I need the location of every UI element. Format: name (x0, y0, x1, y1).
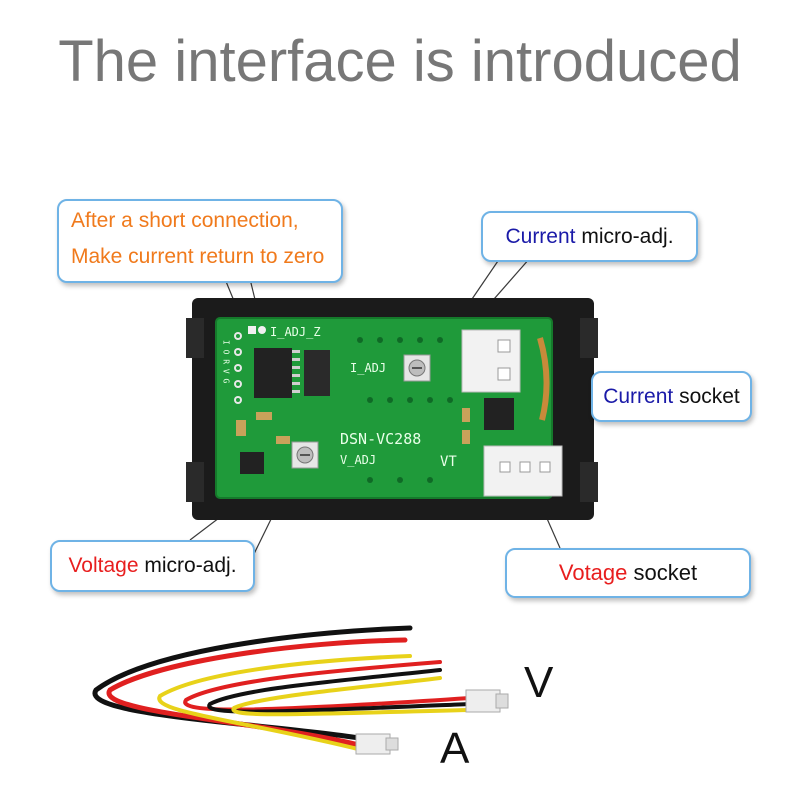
current-socket (461, 329, 550, 421)
callout-current-socket: Current socket (591, 371, 752, 422)
wire-connector-voltage (465, 689, 509, 713)
label-v-adj: V_ADJ (340, 453, 376, 467)
callout-colored-word: Current (603, 384, 674, 408)
wire-label-voltage: V (524, 658, 554, 707)
callout-current-micro-adj: Current micro-adj. (481, 211, 698, 262)
pcb-board: I_ADJ_Z I_ADJ DSN-VC288 V_ADJ VT I O R V… (215, 317, 563, 499)
wire-label-current: A (440, 724, 470, 773)
regulator-chip (484, 398, 514, 430)
label-pins: I O R V G (222, 340, 231, 384)
callout-voltage-socket: Votage socket (505, 548, 751, 598)
label-i-adj: I_ADJ (350, 361, 386, 375)
wire-connector-current (355, 733, 399, 755)
label-model: DSN-VC288 (340, 430, 421, 448)
callout-rest: micro-adj. (581, 224, 674, 248)
voltage-trimmer (291, 441, 319, 469)
callout-short-connection: After a short connection, Make current r… (57, 199, 343, 283)
wire-harness (92, 625, 472, 752)
ic-chip (254, 348, 292, 398)
callout-voltage-micro-adj: Voltage micro-adj. (50, 540, 255, 592)
label-i-adj-z: I_ADJ_Z (270, 325, 321, 339)
callout-rest: socket (633, 560, 698, 585)
callout-colored-word: Voltage (68, 554, 139, 577)
callout-line-1: After a short connection, (71, 209, 299, 232)
callout-rest: socket (679, 384, 740, 408)
callout-rest: micro-adj. (144, 554, 237, 577)
label-vt: VT (440, 454, 457, 470)
callout-line-2: Make current return to zero (71, 245, 325, 268)
page-title: The interface is introduced (58, 29, 742, 94)
callout-colored-word: Current (505, 224, 576, 248)
callout-colored-word: Votage (558, 560, 628, 585)
voltage-socket (483, 445, 563, 497)
current-trimmer (403, 354, 431, 382)
